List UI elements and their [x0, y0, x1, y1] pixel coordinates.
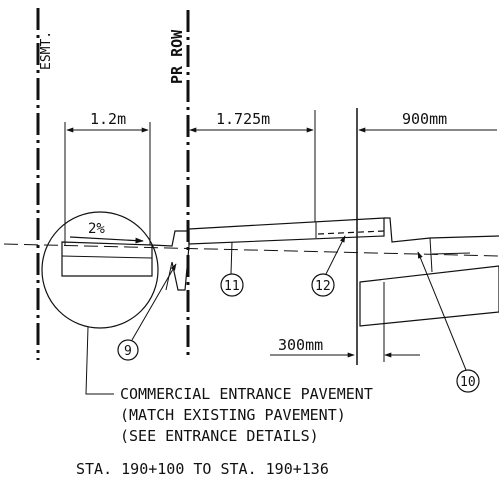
- callout-12: 12: [311, 235, 346, 297]
- note-line-3: (SEE ENTRANCE DETAILS): [120, 427, 319, 445]
- callout-9-number: 9: [124, 344, 132, 359]
- dimension-left-label: 1.2m: [90, 110, 126, 128]
- dimension-bottom-label: 300mm: [278, 336, 323, 354]
- right-structure: [359, 217, 499, 327]
- dimension-right-label: 900mm: [402, 110, 447, 128]
- dimension-mid: 1.725m: [189, 110, 316, 222]
- dimension-mid-label: 1.725m: [216, 110, 270, 128]
- note-line-2: (MATCH EXISTING PAVEMENT): [120, 406, 346, 424]
- callout-12-number: 12: [315, 279, 331, 294]
- pr-row-label: PR ROW: [168, 29, 186, 84]
- dimension-bottom: 300mm: [270, 326, 420, 362]
- callout-10: 10: [417, 251, 480, 393]
- slope-label: 2%: [88, 221, 105, 237]
- note-line-1: COMMERCIAL ENTRANCE PAVEMENT: [120, 385, 373, 403]
- dimension-right: 900mm: [356, 108, 497, 365]
- dimension-left: 1.2m: [64, 110, 151, 245]
- entrance-pavement-block: [61, 241, 153, 277]
- note-leader: [85, 326, 114, 395]
- callout-11: 11: [220, 241, 244, 297]
- detail-circle: [41, 211, 159, 329]
- sidewalk-slab: [188, 217, 385, 245]
- callout-9: 9: [117, 263, 177, 361]
- callout-11-number: 11: [224, 279, 240, 294]
- station-range: STA. 190+100 TO STA. 190+136: [76, 460, 329, 478]
- reference-dash-line: [3, 243, 499, 257]
- easement-label: ESMT.: [39, 31, 54, 70]
- slope-indicator: 2%: [69, 221, 144, 244]
- pavement-note: COMMERCIAL ENTRANCE PAVEMENT (MATCH EXIS…: [120, 385, 373, 445]
- callout-10-number: 10: [460, 375, 476, 390]
